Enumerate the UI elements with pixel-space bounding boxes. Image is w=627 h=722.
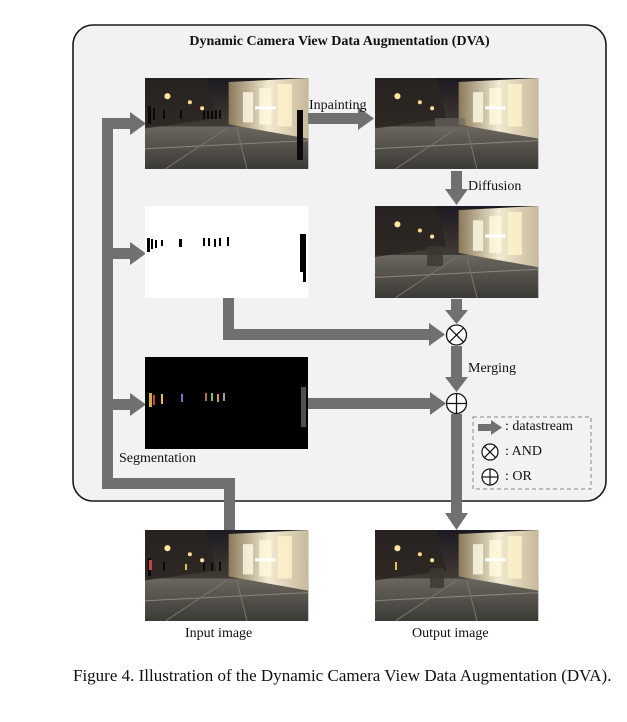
legend-or-label: : OR	[505, 469, 532, 484]
original-image	[144, 77, 309, 170]
and-legend-icon	[481, 443, 499, 461]
diffusion-label: Diffusion	[468, 179, 522, 194]
legend-and: : AND	[473, 443, 591, 463]
output-image-label: Output image	[412, 626, 489, 641]
legend-datastream: : datastream	[473, 418, 591, 438]
diffused-image	[374, 205, 539, 299]
legend-and-label: : AND	[505, 444, 542, 459]
mask-image	[145, 206, 308, 298]
inpainting-label: Inpainting	[309, 98, 367, 113]
or-operator-icon	[445, 392, 468, 415]
or-legend-icon	[481, 468, 499, 486]
legend-or: : OR	[473, 468, 591, 488]
legend: : datastream : AND : OR	[473, 417, 591, 489]
and-operator-icon	[445, 324, 468, 346]
segmentation-image	[145, 357, 308, 449]
datastream-arrows	[102, 107, 468, 530]
input-image	[144, 529, 309, 622]
output-image	[374, 529, 539, 622]
diagram-title: Dynamic Camera View Data Augmentation (D…	[189, 34, 490, 49]
datastream-legend-icon	[478, 420, 502, 435]
legend-datastream-label: : datastream	[505, 419, 574, 434]
inpainted-image	[374, 77, 539, 170]
figure-caption: Figure 4. Illustration of the Dynamic Ca…	[73, 666, 612, 685]
merging-label: Merging	[468, 361, 516, 376]
input-image-label: Input image	[185, 626, 253, 641]
segmentation-label: Segmentation	[119, 451, 196, 466]
